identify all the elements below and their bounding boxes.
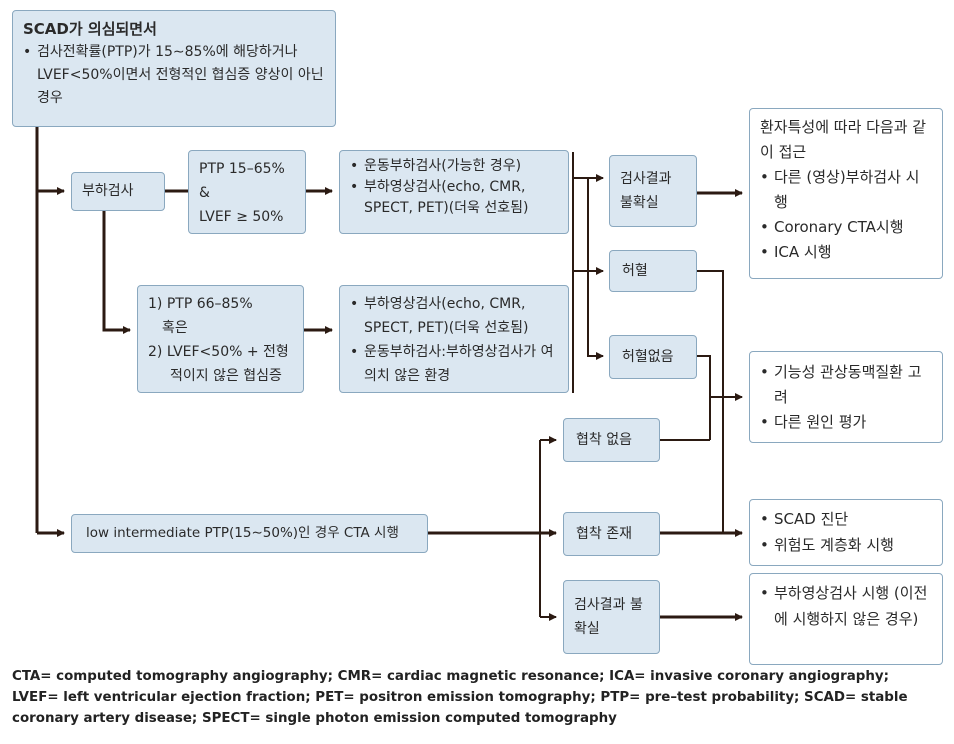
load-test-box: 부하검사: [71, 172, 165, 211]
result-unclear-label: 검사결과 불확실: [620, 171, 672, 211]
ptp-high-line3: 2) LVEF<50% + 전형: [148, 344, 289, 360]
ptp-low-line3: LVEF ≥ 50%: [199, 209, 284, 225]
ptp-high-line2: 혹은: [162, 320, 188, 336]
no-stenosis-box: 협착 없음: [563, 418, 660, 462]
scad-diagnosis-item: 위험도 계층화 시행: [760, 532, 932, 558]
tests-low-box: 운동부하검사(가능한 경우) 부하영상검사(echo, CMR, SPECT, …: [339, 150, 569, 234]
scad-diagnosis-item: SCAD 진단: [760, 506, 932, 532]
stress-imaging-list: 부하영상검사 시행 (이전에 시행하지 않은 경우): [760, 580, 932, 632]
ischemia-label: 허혈: [622, 262, 648, 279]
tests-low-item: 부하영상검사(echo, CMR, SPECT, PET)(더욱 선호됨): [350, 177, 558, 219]
stress-imaging-box: 부하영상검사 시행 (이전에 시행하지 않은 경우): [749, 573, 943, 665]
tests-high-list: 부하영상검사(echo, CMR, SPECT, PET)(더욱 선호됨) 운동…: [350, 292, 558, 388]
ischemia-box: 허혈: [609, 250, 697, 292]
scad-criteria-list: 검사전확률(PTP)가 15∼85%에 해당하거나 LVEF<50%이면서 전형…: [23, 41, 325, 110]
tests-high-item: 운동부하검사:부하영상검사가 여의치 않은 환경: [350, 340, 558, 388]
stenosis-label: 협착 존재: [576, 525, 632, 542]
no-ischemia-box: 허혈없음: [609, 335, 697, 379]
ptp-high-line1: 1) PTP 66–85%: [148, 296, 253, 312]
patient-approach-item: Coronary CTA시행: [760, 215, 932, 240]
scad-suspicion-box: SCAD가 의심되면서 검사전확률(PTP)가 15∼85%에 해당하거나 LV…: [12, 10, 336, 127]
patient-approach-list: 다른 (영상)부하검사 시행 Coronary CTA시행 ICA 시행: [760, 165, 932, 265]
patient-approach-item: 다른 (영상)부하검사 시행: [760, 165, 932, 215]
tests-high-box: 부하영상검사(echo, CMR, SPECT, PET)(더욱 선호됨) 운동…: [339, 285, 569, 393]
ptp-low-box: PTP 15–65% & LVEF ≥ 50%: [188, 150, 306, 234]
abbreviations-footnote: CTA= computed tomography angiography; CM…: [12, 666, 948, 729]
ptp-low-line2: &: [199, 185, 210, 201]
stenosis-box: 협착 존재: [563, 512, 660, 556]
patient-approach-intro: 환자특성에 따라 다음과 같이 접근: [760, 118, 927, 161]
footnote-line: CTA= computed tomography angiography; CM…: [12, 669, 889, 684]
result-unclear-cta-box: 검사결과 불확실: [563, 580, 660, 654]
stress-imaging-item: 부하영상검사 시행 (이전에 시행하지 않은 경우): [760, 580, 932, 632]
footnote-line: LVEF= left ventricular ejection fraction…: [12, 690, 908, 726]
no-stenosis-label: 협착 없음: [576, 431, 632, 448]
functional-cad-box: 기능성 관상동맥질환 고려 다른 원인 평가: [749, 351, 943, 443]
result-unclear-box: 검사결과 불확실: [609, 155, 697, 227]
patient-approach-box: 환자특성에 따라 다음과 같이 접근 다른 (영상)부하검사 시행 Corona…: [749, 108, 943, 279]
functional-cad-list: 기능성 관상동맥질환 고려 다른 원인 평가: [760, 360, 932, 435]
scad-title: SCAD가 의심되면서: [23, 20, 157, 38]
patient-approach-item: ICA 시행: [760, 240, 932, 265]
tests-low-list: 운동부하검사(가능한 경우) 부하영상검사(echo, CMR, SPECT, …: [350, 156, 558, 219]
tests-high-item: 부하영상검사(echo, CMR, SPECT, PET)(더욱 선호됨): [350, 292, 558, 340]
result-unclear-cta-label: 검사결과 불확실: [574, 597, 643, 637]
cta-label: low intermediate PTP(15∼50%)인 경우 CTA 시행: [86, 525, 399, 541]
ptp-high-box: 1) PTP 66–85% 혹은 2) LVEF<50% + 전형 적이지 않은…: [137, 285, 304, 393]
ptp-high-line4: 적이지 않은 협심증: [170, 368, 282, 384]
scad-criteria-item: 검사전확률(PTP)가 15∼85%에 해당하거나 LVEF<50%이면서 전형…: [23, 41, 325, 110]
cta-box: low intermediate PTP(15∼50%)인 경우 CTA 시행: [71, 514, 428, 553]
load-test-label: 부하검사: [82, 183, 134, 199]
functional-cad-item: 다른 원인 평가: [760, 410, 932, 435]
tests-low-item: 운동부하검사(가능한 경우): [350, 156, 558, 177]
functional-cad-item: 기능성 관상동맥질환 고려: [760, 360, 932, 410]
no-ischemia-label: 허혈없음: [622, 348, 674, 365]
scad-diagnosis-box: SCAD 진단 위험도 계층화 시행: [749, 499, 943, 566]
scad-diagnosis-list: SCAD 진단 위험도 계층화 시행: [760, 506, 932, 558]
ptp-low-line1: PTP 15–65%: [199, 161, 285, 177]
